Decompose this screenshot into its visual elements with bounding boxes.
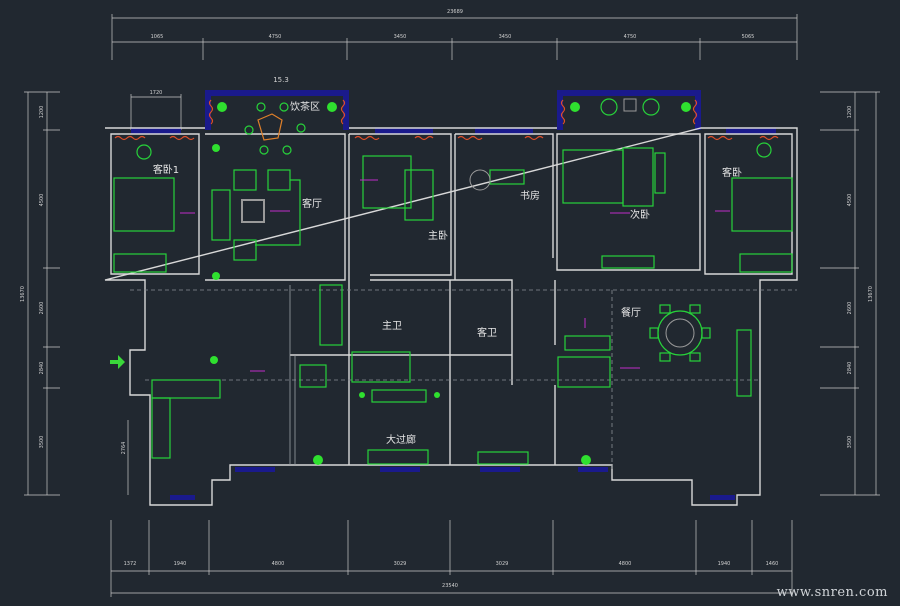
dim-left: 3500 bbox=[39, 436, 45, 449]
room-label-tea-area: 饮茶区 bbox=[290, 100, 320, 113]
window bbox=[375, 128, 433, 134]
room-label-living-room: 客厅 bbox=[302, 197, 322, 210]
bed-second bbox=[562, 149, 624, 204]
plant-icon bbox=[313, 455, 323, 465]
dim-bottom: 1940 bbox=[718, 561, 731, 567]
dim-top: 4750 bbox=[269, 34, 282, 40]
guest-bedroom-1-walls bbox=[110, 133, 200, 275]
dim-right: 4500 bbox=[847, 194, 853, 207]
window bbox=[131, 128, 181, 134]
balcony-right-window bbox=[557, 90, 701, 130]
bottom-dimensions: 1372 1940 4800 3029 3029 4800 1940 1460 … bbox=[110, 520, 793, 597]
dim-left: 1200 bbox=[39, 106, 45, 119]
bed-master bbox=[362, 155, 412, 209]
dim-top: 1065 bbox=[151, 34, 164, 40]
dim-top: 5065 bbox=[742, 34, 755, 40]
room-labels: 15.3 饮茶区 客卧1 客厅 主卧 书房 次卧 客卧 主卫 客卫 餐厅 大过廊 bbox=[153, 76, 742, 446]
window bbox=[726, 128, 776, 134]
dim-right: 2840 bbox=[847, 362, 853, 375]
dim-left: 4500 bbox=[39, 194, 45, 207]
dim-top-total: 23689 bbox=[447, 9, 463, 15]
plant-icon bbox=[327, 102, 337, 112]
dim-bottom: 3029 bbox=[496, 561, 509, 567]
bath-walls bbox=[290, 279, 513, 465]
curtains bbox=[114, 99, 779, 141]
dim-bottom: 1460 bbox=[766, 561, 779, 567]
watermark: www.snren.com bbox=[776, 585, 888, 600]
room-label-second-bedroom: 次卧 bbox=[630, 208, 650, 221]
dim-top-small: 1720 bbox=[150, 90, 163, 96]
view-markers bbox=[180, 179, 730, 372]
dim-right: 3500 bbox=[847, 436, 853, 449]
second-bedroom-walls bbox=[556, 133, 701, 271]
bed-guest bbox=[731, 177, 793, 232]
plant-icon bbox=[681, 102, 691, 112]
room-label-guest-bedroom: 客卧 bbox=[722, 166, 742, 179]
dim-bottom: 3029 bbox=[394, 561, 407, 567]
plant-icon bbox=[434, 392, 440, 398]
living-room-walls bbox=[205, 133, 346, 281]
window bbox=[170, 495, 195, 500]
plant-icon bbox=[217, 102, 227, 112]
top-dimensions: 23689 1065 4750 3450 3450 4750 5065 1720 bbox=[111, 9, 798, 130]
dim-top: 3450 bbox=[499, 34, 512, 40]
right-dimensions: 1200 4500 2600 2840 3500 13670 bbox=[820, 91, 880, 496]
dim-inner-left: 2764 bbox=[121, 442, 127, 455]
dim-top: 4750 bbox=[624, 34, 637, 40]
dim-left: 2600 bbox=[39, 302, 45, 315]
room-label-guest-bedroom-1: 客卧1 bbox=[153, 163, 179, 176]
room-label-guest-bath: 客卫 bbox=[477, 326, 497, 339]
plant-icon bbox=[359, 392, 365, 398]
furniture bbox=[113, 98, 793, 465]
window bbox=[480, 467, 520, 472]
plants bbox=[210, 102, 691, 465]
dim-right-total: 13670 bbox=[868, 286, 874, 302]
window bbox=[710, 495, 735, 500]
left-dimensions: 1200 4500 2600 2840 3500 13670 2764 bbox=[20, 91, 129, 496]
bed-guest-1 bbox=[113, 177, 175, 232]
dim-right: 2600 bbox=[847, 302, 853, 315]
balcony-left-window bbox=[205, 90, 349, 130]
window bbox=[380, 467, 420, 472]
entrance-arrow-icon bbox=[110, 355, 125, 369]
plant-icon bbox=[212, 144, 220, 152]
dining-table bbox=[657, 310, 703, 356]
windows bbox=[131, 90, 776, 500]
plant-icon bbox=[212, 272, 220, 280]
window bbox=[235, 467, 275, 472]
window bbox=[475, 128, 533, 134]
room-label-dining-room: 餐厅 bbox=[621, 306, 641, 319]
dim-top: 3450 bbox=[394, 34, 407, 40]
dim-bottom: 4800 bbox=[272, 561, 285, 567]
dim-left: 2840 bbox=[39, 362, 45, 375]
dim-bottom-total: 23540 bbox=[442, 583, 458, 589]
dim-bottom: 1372 bbox=[124, 561, 137, 567]
room-label-grand-corridor: 大过廊 bbox=[386, 433, 416, 446]
tea-area-size: 15.3 bbox=[273, 76, 289, 84]
study-walls bbox=[454, 133, 554, 280]
dim-bottom: 1940 bbox=[174, 561, 187, 567]
room-label-master-bedroom: 主卧 bbox=[428, 229, 448, 242]
walls bbox=[104, 127, 798, 506]
tea-table bbox=[257, 113, 283, 141]
plant-icon bbox=[210, 356, 218, 364]
dim-left-total: 13670 bbox=[20, 286, 26, 302]
room-label-study: 书房 bbox=[520, 189, 540, 202]
guest-bedroom-walls bbox=[704, 133, 793, 275]
plant-icon bbox=[570, 102, 580, 112]
dim-bottom: 4800 bbox=[619, 561, 632, 567]
window bbox=[578, 467, 608, 472]
room-label-master-bath: 主卫 bbox=[382, 320, 402, 332]
master-bedroom-walls bbox=[348, 133, 452, 465]
plant-icon bbox=[581, 455, 591, 465]
dim-right: 1200 bbox=[847, 106, 853, 119]
